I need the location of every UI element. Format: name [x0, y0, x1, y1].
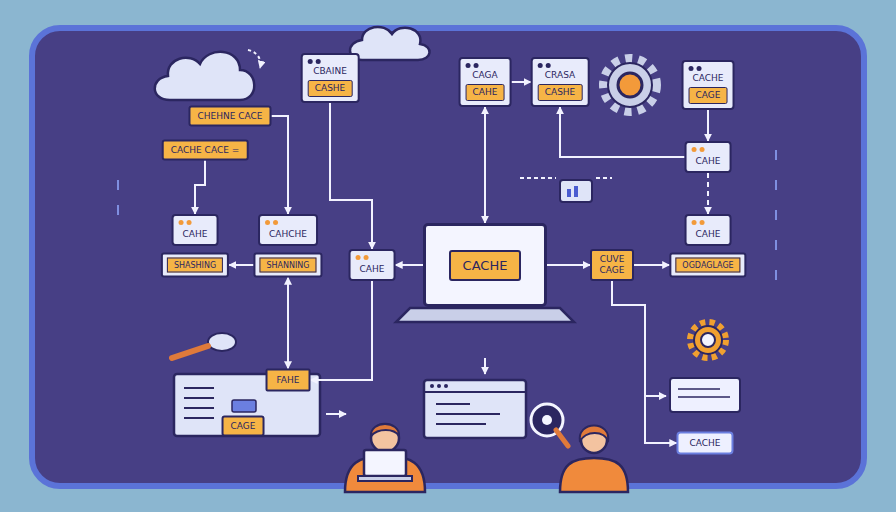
node-text: CACHE	[689, 438, 720, 449]
arrow	[326, 413, 346, 415]
connector	[512, 81, 531, 83]
node-text: CACHE CACE =	[171, 145, 240, 156]
connector	[612, 281, 677, 443]
envelope: FAHE	[266, 369, 311, 392]
connector	[195, 161, 205, 215]
connector	[707, 110, 709, 141]
person	[560, 426, 628, 493]
connector	[287, 278, 289, 369]
window-panel	[670, 378, 740, 412]
cloud	[155, 52, 255, 100]
node-text: CAHE	[183, 229, 208, 240]
small-icon	[560, 180, 592, 202]
gear	[604, 59, 656, 111]
node-text: CAHCHE	[269, 229, 307, 240]
cache-card: CAHE	[685, 214, 732, 246]
window-panel	[174, 374, 320, 436]
window-panel	[424, 380, 526, 438]
server-box: CACHECAGE	[682, 60, 735, 110]
node-text: FAHE	[277, 375, 300, 386]
node-text: CHEHNE CACE	[197, 111, 262, 122]
node-text: SHANNING	[259, 258, 316, 273]
person	[345, 424, 425, 492]
node-text: CAGE	[231, 421, 256, 432]
node-text: CACHE	[449, 250, 522, 281]
cache-card: CAHE	[685, 141, 732, 173]
node-text: CAHE	[360, 264, 385, 275]
connector	[272, 116, 289, 214]
disc	[531, 404, 568, 446]
cloud	[350, 27, 430, 60]
band-box: SHASHING	[161, 253, 229, 278]
cache-card: CAHE	[172, 214, 219, 246]
node-text: CBAINE	[308, 66, 353, 80]
node-text: CUVE CAGE	[596, 254, 628, 276]
connector	[634, 264, 669, 266]
node-text: CAHE	[696, 156, 721, 167]
node-text: CRASA	[538, 70, 583, 84]
node-text: CAGA	[466, 70, 505, 84]
label-tag: CACHE CACE =	[162, 140, 249, 161]
laptop-base	[396, 308, 574, 322]
connector	[330, 103, 372, 249]
node-text: OGDAGLAGE	[675, 258, 740, 273]
label-tag: CHEHNE CACE	[188, 106, 271, 127]
band-box: SHANNING	[253, 253, 322, 278]
band-box: OGDAGLAGE	[669, 253, 746, 278]
node-text: CAGE	[689, 87, 728, 104]
cache-card: CAHCHE	[258, 214, 318, 246]
node-text: CASHE	[538, 84, 583, 101]
connector	[560, 107, 685, 157]
server-box: CRASACASHE	[531, 57, 590, 107]
arrow	[484, 358, 486, 374]
curved-arrow	[248, 50, 261, 68]
gear	[691, 323, 725, 357]
label-tag: CUVE CAGE	[590, 249, 634, 281]
node-text: CAHE	[466, 84, 505, 101]
laptop-screen: CACHE	[423, 223, 547, 307]
cache-card: CAHE	[349, 249, 396, 281]
node-text: CAHE	[696, 229, 721, 240]
connector	[229, 264, 253, 266]
label-tag: CAGE	[222, 416, 265, 437]
node-text: CACHE	[689, 73, 728, 87]
arrow	[645, 395, 666, 397]
cache-chip: CACHE	[676, 432, 733, 455]
connector	[547, 264, 590, 266]
node-text: CASHE	[308, 80, 353, 97]
connector	[311, 281, 373, 380]
connector	[484, 107, 486, 223]
connector	[396, 264, 424, 266]
panel	[32, 28, 864, 486]
connector	[707, 173, 709, 214]
spoon	[172, 333, 236, 358]
node-text: SHASHING	[167, 258, 223, 273]
server-box: CAGACAHE	[459, 57, 512, 107]
server-box: CBAINECASHE	[301, 53, 360, 103]
dashed-line	[520, 177, 612, 179]
